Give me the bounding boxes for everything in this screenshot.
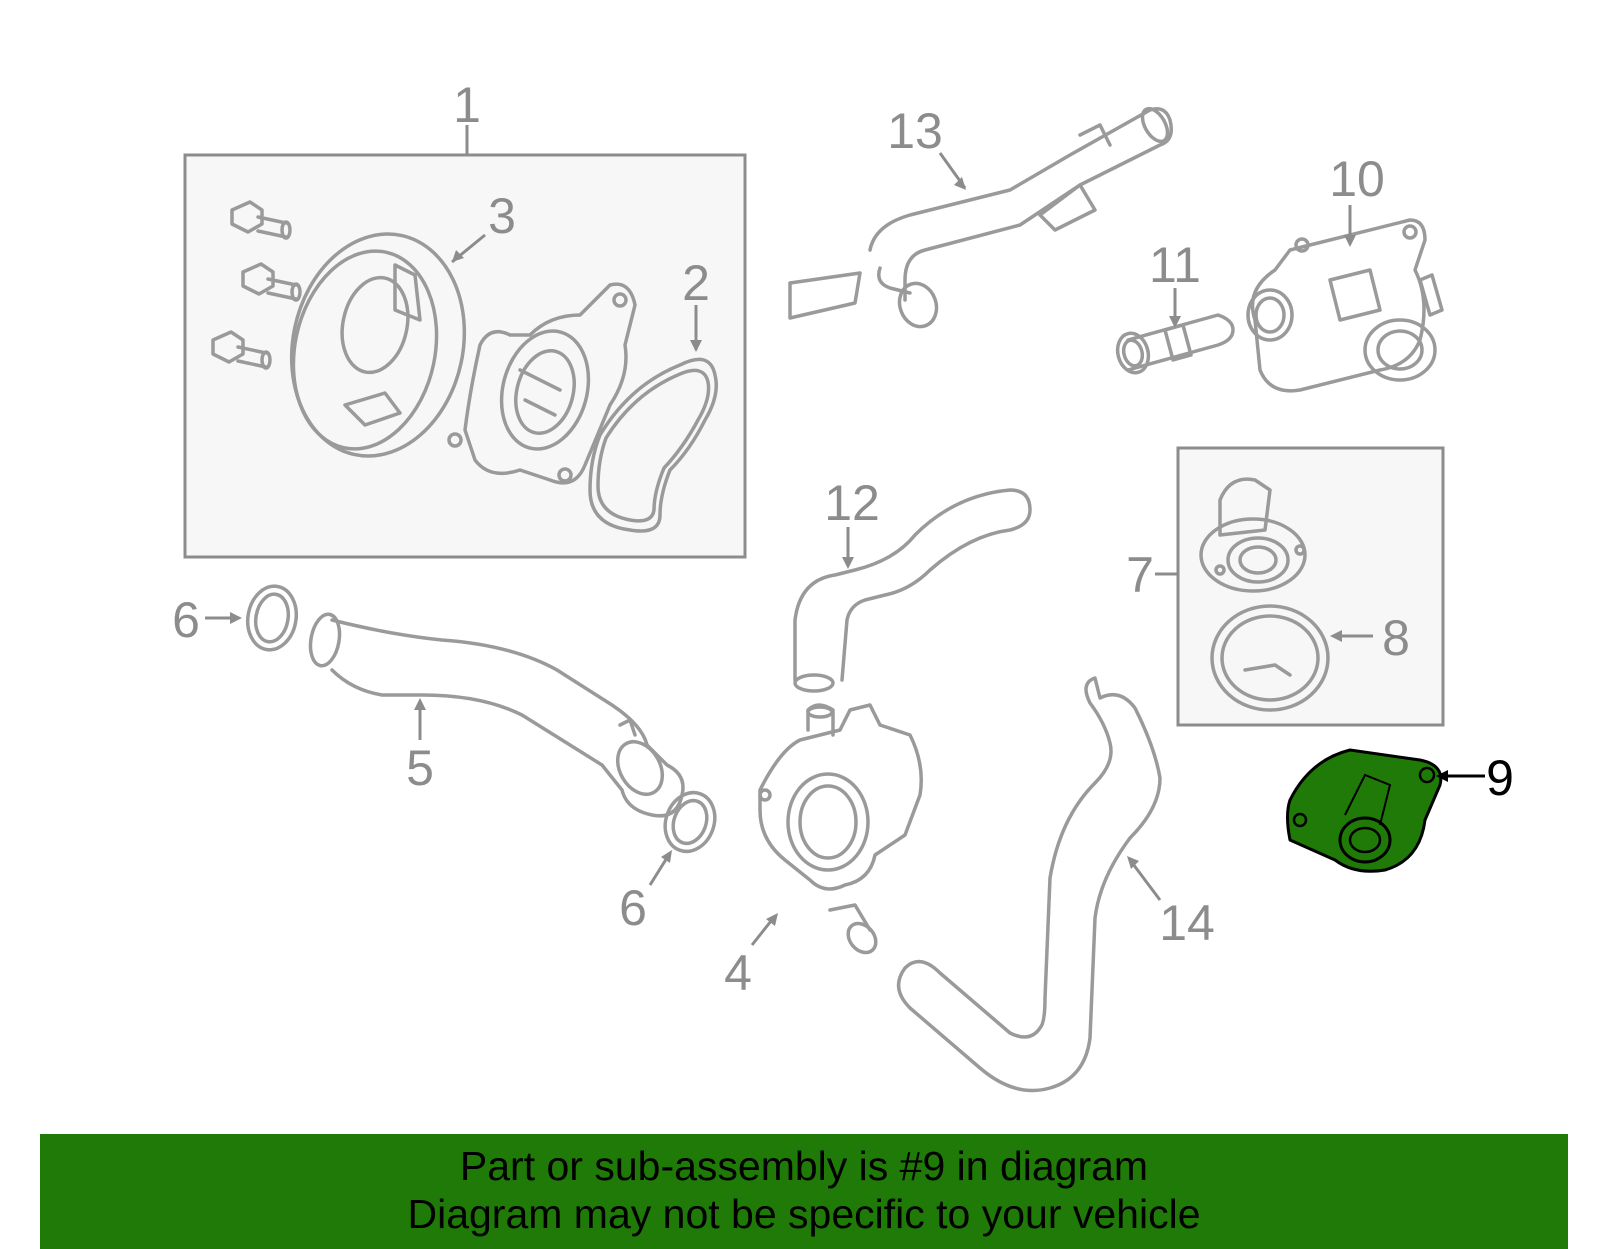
housing-10 <box>1246 218 1444 393</box>
callout-6a[interactable]: 6 <box>172 592 200 648</box>
water-pipe-13 <box>788 106 1173 329</box>
gasket-8 <box>1210 604 1330 712</box>
water-outlet-4 <box>758 703 923 955</box>
o-ring-6-bottom <box>663 790 717 854</box>
leader-14 <box>1128 859 1162 901</box>
callout-4[interactable]: 4 <box>724 945 752 1001</box>
water-pipe-5 <box>308 612 685 818</box>
nipple-11 <box>1115 313 1235 375</box>
arrowhead-3 <box>452 250 464 262</box>
pulley-3 <box>289 232 467 458</box>
arrowhead-14 <box>1127 856 1139 869</box>
callout-1[interactable]: 1 <box>453 77 481 133</box>
hose-12 <box>793 488 1032 693</box>
arrowhead-2 <box>690 340 702 352</box>
callout-10[interactable]: 10 <box>1329 151 1385 207</box>
parts-diagram: 1 3 2 <box>172 77 1514 1093</box>
info-banner: Part or sub-assembly is #9 in diagram Di… <box>40 1134 1568 1249</box>
callout-7[interactable]: 7 <box>1126 547 1154 603</box>
thermostat <box>1199 477 1307 593</box>
arrowhead-10 <box>1344 235 1356 247</box>
o-ring-6-top <box>245 584 299 652</box>
arrowhead-6b <box>661 850 672 863</box>
arrowhead-9 <box>1436 770 1448 782</box>
gasket-2-inner <box>596 368 711 523</box>
arrowhead-4 <box>766 913 778 926</box>
callout-6b[interactable]: 6 <box>619 880 647 936</box>
arrowhead-8 <box>1330 630 1342 642</box>
water-pump <box>447 282 637 485</box>
callout-2[interactable]: 2 <box>682 255 710 311</box>
banner-line-2: Diagram may not be specific to your vehi… <box>407 1191 1201 1237</box>
hose-14 <box>896 676 1162 1093</box>
callout-5[interactable]: 5 <box>406 740 434 796</box>
thermostat-cover-9[interactable] <box>1286 748 1443 873</box>
callout-12[interactable]: 12 <box>824 475 880 531</box>
callout-3[interactable]: 3 <box>488 188 516 244</box>
callout-13[interactable]: 13 <box>887 103 943 159</box>
callout-11[interactable]: 11 <box>1149 237 1201 293</box>
arrowhead-5 <box>414 698 426 710</box>
arrowhead-11 <box>1169 316 1181 328</box>
callout-9[interactable]: 9 <box>1486 750 1514 806</box>
banner-line-1: Part or sub-assembly is #9 in diagram <box>459 1143 1149 1189</box>
arrowhead-6a <box>230 612 242 624</box>
bolts <box>211 200 302 370</box>
arrowhead-13 <box>954 177 966 190</box>
callout-8[interactable]: 8 <box>1382 610 1410 666</box>
gasket-2 <box>588 357 718 533</box>
callout-14[interactable]: 14 <box>1159 895 1215 951</box>
arrowhead-12 <box>842 557 854 569</box>
